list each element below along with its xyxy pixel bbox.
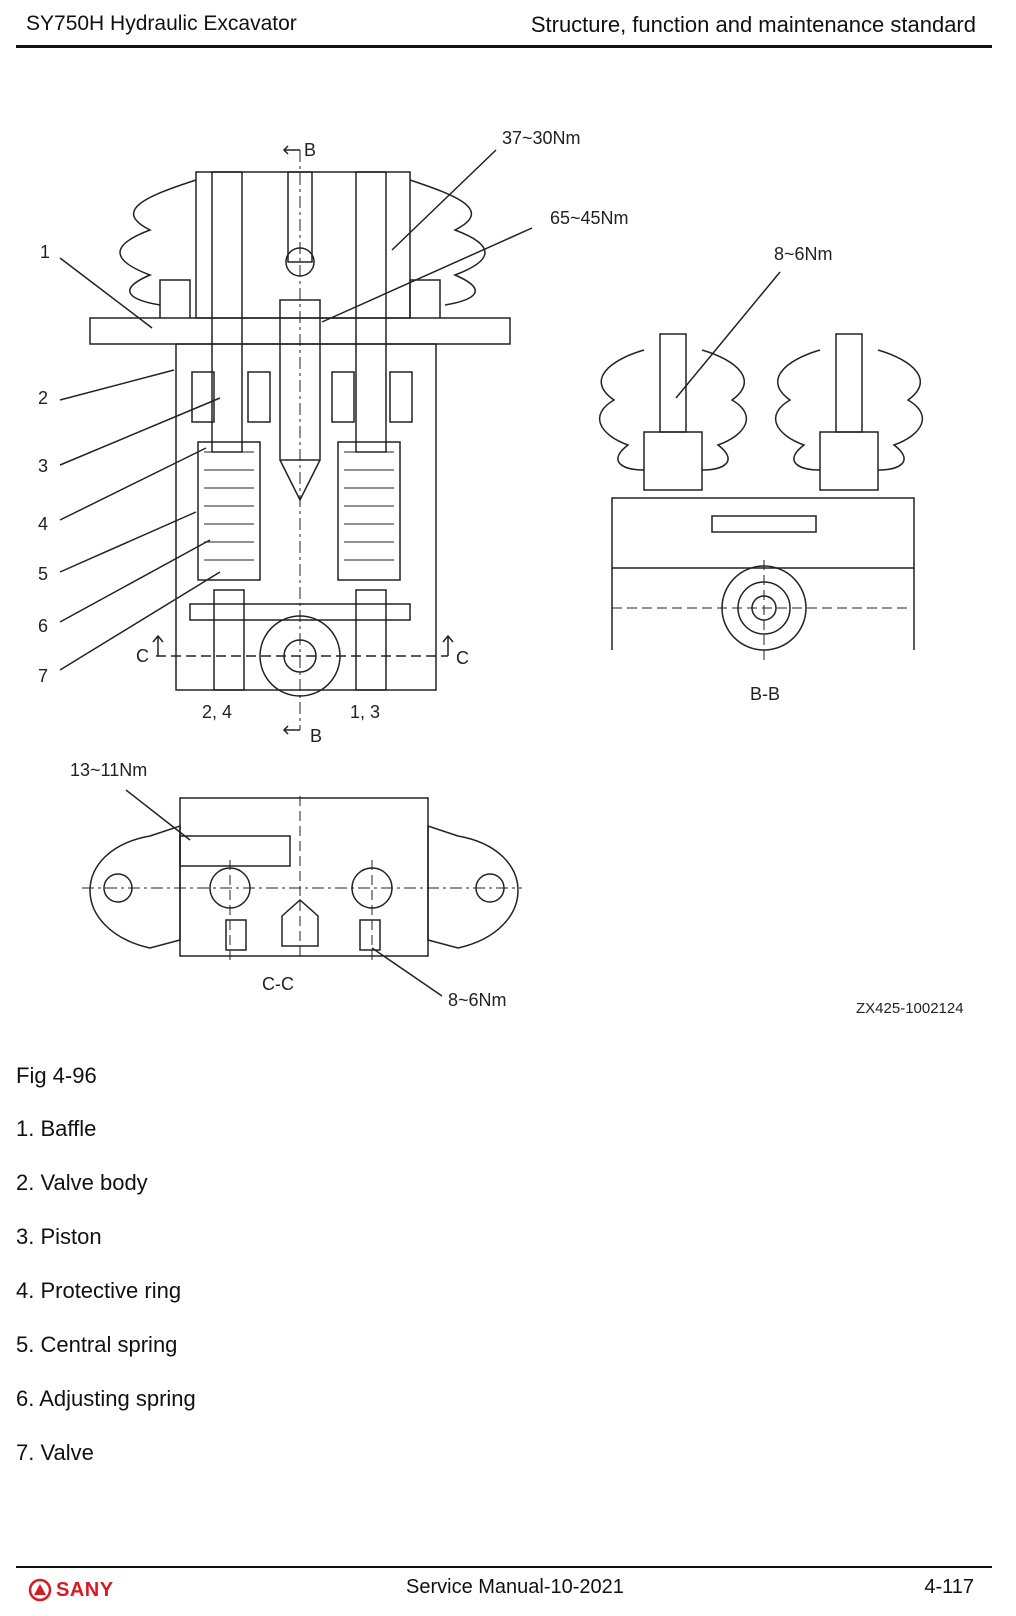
header-section-title: Structure, function and maintenance stan… [530,12,976,37]
legend-item: 4. Protective ring [16,1278,182,1303]
callout-1: 1 [40,242,50,262]
footer-rule [16,1566,992,1568]
torque-label-3: 8~6Nm [774,244,833,264]
main-section-view [59,145,533,735]
callout-3: 3 [38,456,48,476]
callout-5: 5 [38,564,48,584]
section-mark-b-top: B [304,140,316,160]
torque-label-5: 8~6Nm [448,990,507,1010]
footer-manual-edition: Service Manual-10-2021 [406,1576,624,1598]
torque-label-4: 13~11Nm [70,760,147,780]
drawing-code: ZX425-1002124 [856,1000,964,1017]
legend-item: 1. Baffle [16,1116,97,1141]
sany-logo-icon [28,1578,52,1602]
legend-item: 6. Adjusting spring [16,1386,196,1411]
callout-2: 2 [38,388,48,408]
section-mark-b-bottom: B [310,726,322,746]
sany-logo-wordmark: SANY [56,1578,114,1601]
callout-7: 7 [38,666,48,686]
sany-logo: SANY [28,1578,114,1602]
callout-6: 6 [38,616,48,636]
figure-caption: Fig 4-96 [16,1063,97,1088]
legend-item: 5. Central spring [16,1332,178,1357]
header-document-title: SY750H Hydraulic Excavator [26,12,297,35]
section-bb-view [598,271,924,660]
view-label-cc: C-C [262,974,294,994]
torque-label-2: 65~45Nm [550,208,629,228]
page-number: 4-117 [924,1576,974,1598]
legend-item: 3. Piston [16,1224,102,1249]
part-pair-right: 1, 3 [350,702,380,722]
torque-label-1: 37~30Nm [502,128,581,148]
view-label-bb: B-B [750,684,780,704]
part-pair-left: 2, 4 [202,702,232,722]
parts-legend: 1. Baffle 2. Valve body 3. Piston 4. Pro… [16,1116,196,1494]
legend-item: 2. Valve body [16,1170,148,1195]
technical-drawing: 37~30Nm 65~45Nm 8~6Nm 13~11Nm 8~6Nm 1 2 … [38,128,964,1017]
section-mark-c-right: C [456,648,469,668]
legend-item: 7. Valve [16,1440,94,1465]
callout-4: 4 [38,514,48,534]
header-rule [16,45,992,48]
section-cc-view [82,789,522,997]
section-mark-c-left: C [136,646,149,666]
